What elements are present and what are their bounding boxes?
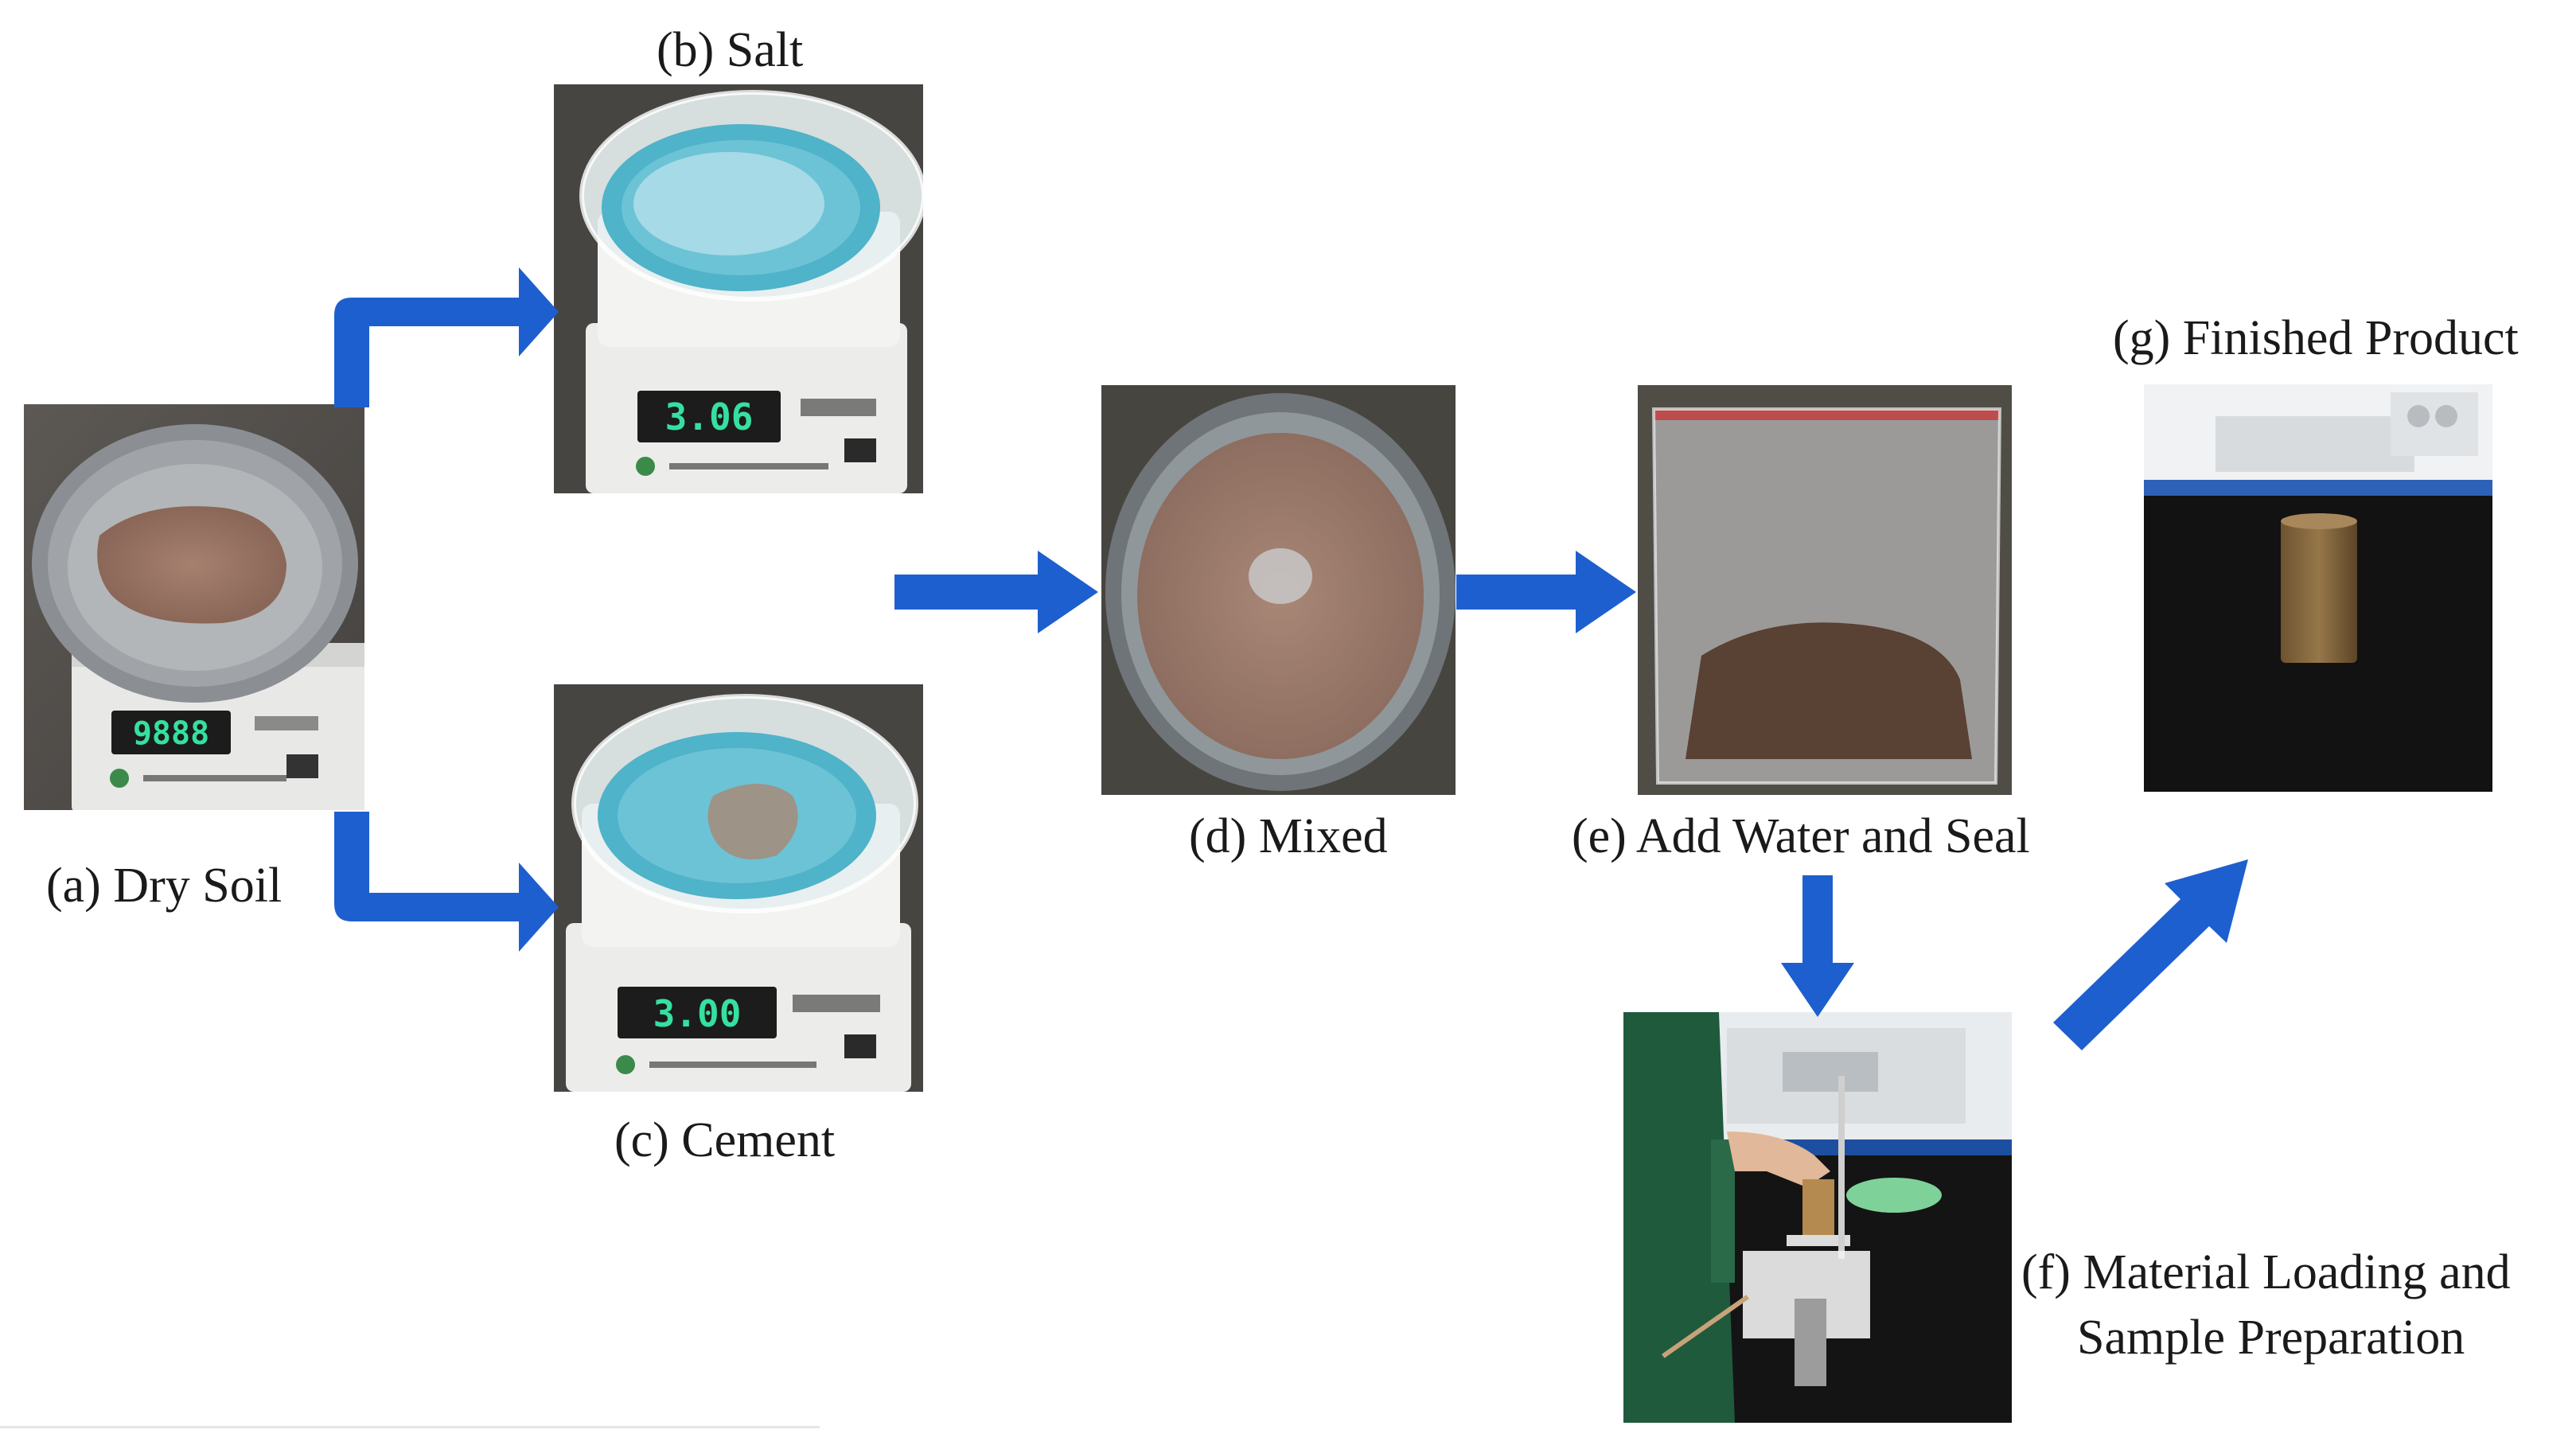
arrow-to-add-water xyxy=(1456,551,1636,633)
finished-sample-image xyxy=(2144,384,2492,792)
salt-scale-reading: 3.06 xyxy=(665,395,754,438)
dry-soil-scale-image: 9888 xyxy=(24,404,364,810)
bent-arrow-down-right-icon xyxy=(334,812,559,952)
photo-cement: 3.00 xyxy=(554,684,923,1092)
sealed-bag-image xyxy=(1638,385,2012,795)
photo-salt: 3.06 xyxy=(554,84,923,493)
lab-loading-image xyxy=(1623,1012,2012,1423)
cement-scale-reading: 3.00 xyxy=(653,992,742,1035)
arrow-right-icon xyxy=(894,551,1098,633)
arrow-down-icon xyxy=(1781,875,1854,1017)
label-add-water-seal: (e) Add Water and Seal xyxy=(1572,809,2030,863)
dry-soil-scale-reading: 9888 xyxy=(133,715,209,752)
arrow-to-finished-product xyxy=(2053,859,2252,1050)
bottom-divider xyxy=(0,1426,820,1428)
bent-arrow-up-right-icon xyxy=(334,267,559,407)
label-material-loading-line2: Sample Preparation xyxy=(2077,1311,2465,1365)
arrow-right-icon xyxy=(1456,551,1636,633)
label-cement: (c) Cement xyxy=(614,1113,836,1167)
label-finished-product: (g) Finished Product xyxy=(2113,311,2519,365)
photo-material-loading xyxy=(1623,1012,2012,1423)
arrow-to-mixed xyxy=(894,551,1098,633)
label-mixed: (d) Mixed xyxy=(1189,809,1388,863)
arrow-to-material-loading xyxy=(1781,875,1854,1017)
arrow-soil-to-salt xyxy=(334,267,559,407)
photo-add-water-seal xyxy=(1638,385,2012,795)
mixed-bowl-image xyxy=(1101,385,1456,795)
arrow-soil-to-cement xyxy=(334,812,559,952)
arrow-up-right-icon xyxy=(2053,859,2248,1050)
label-dry-soil: (a) Dry Soil xyxy=(46,859,283,913)
photo-mixed xyxy=(1101,385,1456,795)
cement-scale-image: 3.00 xyxy=(554,684,923,1092)
label-salt: (b) Salt xyxy=(657,23,804,77)
salt-scale-image: 3.06 xyxy=(554,84,923,493)
photo-finished-product xyxy=(2144,384,2492,792)
label-material-loading-line1: (f) Material Loading and xyxy=(2021,1245,2511,1299)
photo-dry-soil: 9888 xyxy=(24,404,364,810)
